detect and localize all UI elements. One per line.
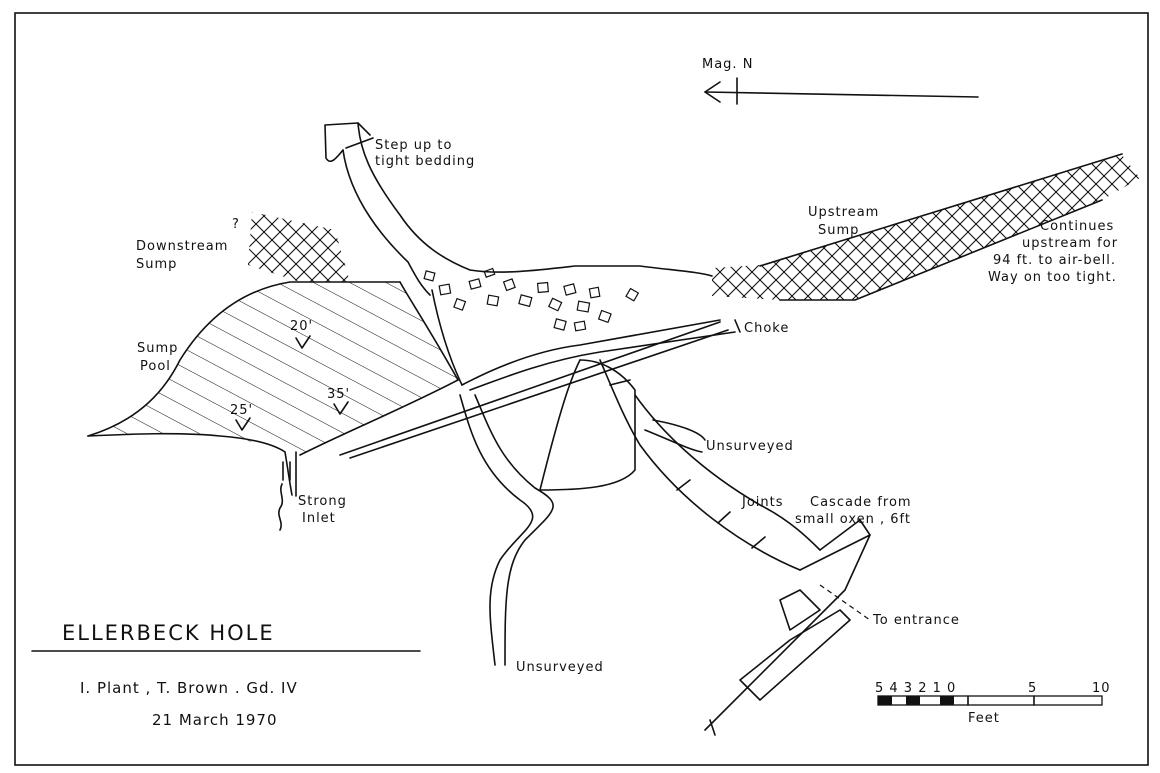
label-choke: Choke bbox=[744, 321, 789, 336]
map-labels: Step up to tight bedding ? Downstream Su… bbox=[136, 137, 1118, 675]
label-upstream-2: Sump bbox=[818, 223, 859, 238]
label-continues-1: Continues bbox=[1040, 219, 1114, 234]
downstream-sump bbox=[248, 212, 350, 282]
label-cascade-2: small oxen , 6ft bbox=[795, 512, 911, 527]
upstream-sump bbox=[712, 153, 1140, 301]
label-joints: Joints bbox=[741, 495, 784, 510]
depth-label-25: 25' bbox=[230, 403, 253, 418]
cave-passages bbox=[282, 122, 871, 736]
label-unsurveyed-south: Unsurveyed bbox=[516, 660, 604, 675]
map-surveyors: I. Plant , T. Brown . Gd. IV bbox=[80, 679, 298, 697]
scale-unit: Feet bbox=[968, 711, 1000, 726]
label-sump-pool-2: Pool bbox=[140, 359, 171, 374]
depth-label-35: 35' bbox=[327, 387, 350, 402]
boulder-field bbox=[423, 267, 640, 332]
scale-tick-label-10: 10 bbox=[1092, 681, 1111, 696]
label-upstream-1: Upstream bbox=[808, 205, 879, 220]
label-unsurveyed-east: Unsurveyed bbox=[706, 439, 794, 454]
label-sump-pool-1: Sump bbox=[137, 341, 178, 356]
label-step-up-2: tight bedding bbox=[375, 154, 475, 169]
north-arrow: Mag. N bbox=[702, 57, 979, 105]
label-continues-3: 94 ft. to air-bell. bbox=[993, 253, 1116, 268]
label-strong-inlet-1: Strong bbox=[298, 494, 347, 509]
label-question: ? bbox=[232, 217, 240, 232]
label-continues-4: Way on too tight. bbox=[988, 270, 1117, 285]
sump-pool bbox=[87, 281, 459, 497]
scale-bar: 5 4 3 2 1 0 5 10 Feet bbox=[875, 681, 1111, 726]
map-date: 21 March 1970 bbox=[152, 711, 278, 729]
title-block: ELLERBECK HOLE I. Plant , T. Brown . Gd.… bbox=[31, 621, 421, 729]
map-border bbox=[14, 12, 1149, 766]
label-continues-2: upstream for bbox=[1022, 236, 1118, 251]
depth-soundings: 20' 35' 25' bbox=[230, 319, 350, 431]
scale-tick-labels-small: 5 4 3 2 1 0 bbox=[875, 681, 956, 696]
label-strong-inlet-2: Inlet bbox=[302, 511, 336, 526]
label-downstream-1: Downstream bbox=[136, 239, 228, 254]
label-step-up-1: Step up to bbox=[375, 138, 452, 153]
map-title: ELLERBECK HOLE bbox=[62, 621, 275, 645]
depth-label-20: 20' bbox=[290, 319, 313, 334]
label-to-entrance: To entrance bbox=[872, 613, 960, 628]
north-label: Mag. N bbox=[702, 57, 753, 72]
label-downstream-2: Sump bbox=[136, 257, 177, 272]
label-cascade-1: Cascade from bbox=[810, 495, 912, 510]
scale-tick-label-5: 5 bbox=[1028, 681, 1037, 696]
